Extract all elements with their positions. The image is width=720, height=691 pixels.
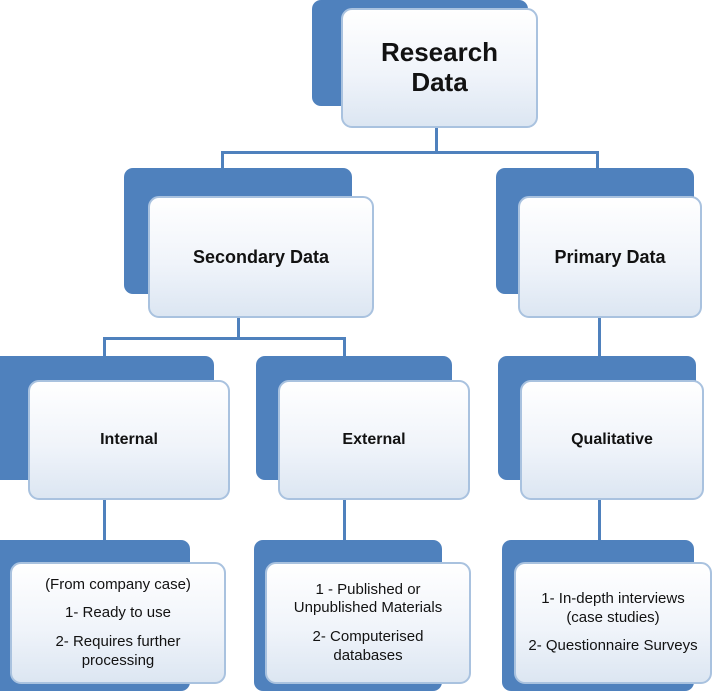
qualitative-detail-line: 1- In-depth interviews (case studies) — [541, 589, 685, 626]
connector-level2-bar — [221, 151, 599, 154]
connector-external-to-detail — [343, 498, 346, 564]
qualitative-detail-line: 2- Questionnaire Surveys — [528, 637, 698, 655]
node-qualitative-label: Qualitative — [571, 431, 653, 448]
node-research-data: Research Data — [341, 8, 538, 128]
node-secondary-data-label: Secondary Data — [192, 246, 330, 267]
internal-detail-line: 2- Requires further processing — [55, 633, 181, 669]
node-external-label: External — [342, 431, 406, 448]
node-secondary-data: Secondary Data — [148, 196, 374, 318]
connector-secondary-down — [237, 316, 240, 340]
connector-primary-to-qualitative — [598, 316, 601, 362]
node-primary-data-label: Primary Data — [554, 246, 666, 267]
node-internal: Internal — [28, 380, 230, 500]
connector-qualitative-to-detail — [598, 498, 601, 562]
node-internal-label: Internal — [100, 431, 158, 448]
connector-drop-external — [343, 337, 346, 362]
node-primary-data: Primary Data — [518, 196, 702, 318]
node-qualitative: Qualitative — [520, 380, 704, 500]
external-detail-line: 2- Computerised databases — [312, 628, 424, 664]
connector-internal-to-detail — [103, 498, 106, 564]
external-detail-line: 1 - Published or Unpublished Materials — [293, 580, 443, 617]
connector-drop-internal — [103, 337, 106, 362]
internal-detail-line: (From company case) — [45, 575, 191, 593]
connector-drop-primary — [596, 151, 599, 175]
node-external: External — [278, 380, 470, 500]
internal-detail-line: 1- Ready to use — [65, 604, 171, 622]
node-internal-detail: (From company case) 1- Ready to use 2- R… — [10, 562, 226, 684]
node-qualitative-detail: 1- In-depth interviews (case studies) 2-… — [514, 562, 712, 684]
connector-drop-secondary — [221, 151, 224, 175]
node-research-data-label: Research Data — [380, 37, 499, 97]
node-external-detail: 1 - Published or Unpublished Materials 2… — [265, 562, 471, 684]
connector-root-down — [435, 126, 438, 154]
connector-level3-bar — [103, 337, 346, 340]
